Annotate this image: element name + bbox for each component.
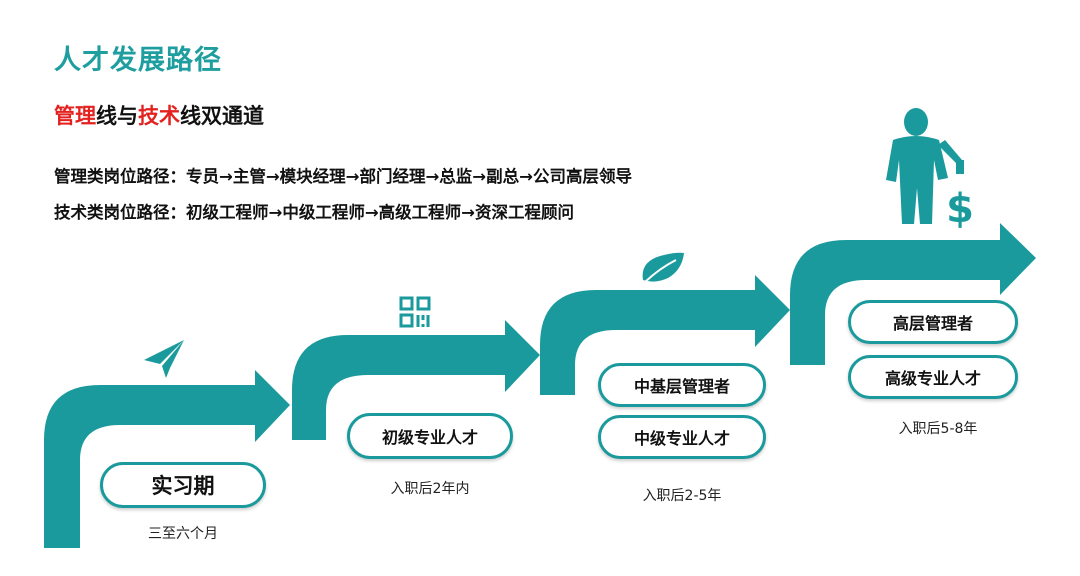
businessman-dollar-icon: $ — [886, 108, 974, 232]
subtitle-text: 线与 — [96, 104, 138, 128]
stage-1-caption: 三至六个月 — [148, 526, 218, 542]
step-arrow-4 — [790, 223, 1036, 365]
management-path: 管理类岗位路径：专员→主管→模块经理→部门经理→总监→副总→公司高层领导 — [54, 167, 632, 186]
stage-3-caption: 入职后2-5年 — [642, 488, 722, 504]
step-arrow-2 — [292, 320, 540, 440]
subtitle-technical: 技术 — [138, 104, 180, 128]
subtitle: 管理线与技术线双通道 — [54, 100, 264, 130]
stage-3-label-technical: 中级专业人才 — [598, 415, 766, 459]
technical-path: 技术类岗位路径：初级工程师→中级工程师→高级工程师→资深工程顾问 — [54, 203, 574, 222]
svg-text:$: $ — [946, 186, 974, 232]
step-arrow-3 — [540, 275, 790, 395]
leaf-icon — [642, 252, 684, 283]
qr-code-icon — [399, 296, 431, 328]
page-title: 人才发展路径 — [54, 45, 222, 76]
stage-4-caption: 入职后5-8年 — [898, 421, 978, 437]
paper-plane-icon — [144, 340, 184, 378]
subtitle-text: 线双通道 — [180, 104, 264, 128]
stage-3-label-management: 中基层管理者 — [598, 363, 766, 407]
stage-1-label: 实习期 — [100, 462, 266, 508]
stage-4-label-management: 高层管理者 — [848, 300, 1018, 344]
subtitle-management: 管理 — [54, 104, 96, 128]
stage-2-caption: 入职后2年内 — [390, 481, 470, 497]
step-arrow-1 — [44, 370, 290, 548]
stage-4-label-technical: 高级专业人才 — [848, 355, 1018, 399]
stage-2-label: 初级专业人才 — [347, 413, 513, 459]
